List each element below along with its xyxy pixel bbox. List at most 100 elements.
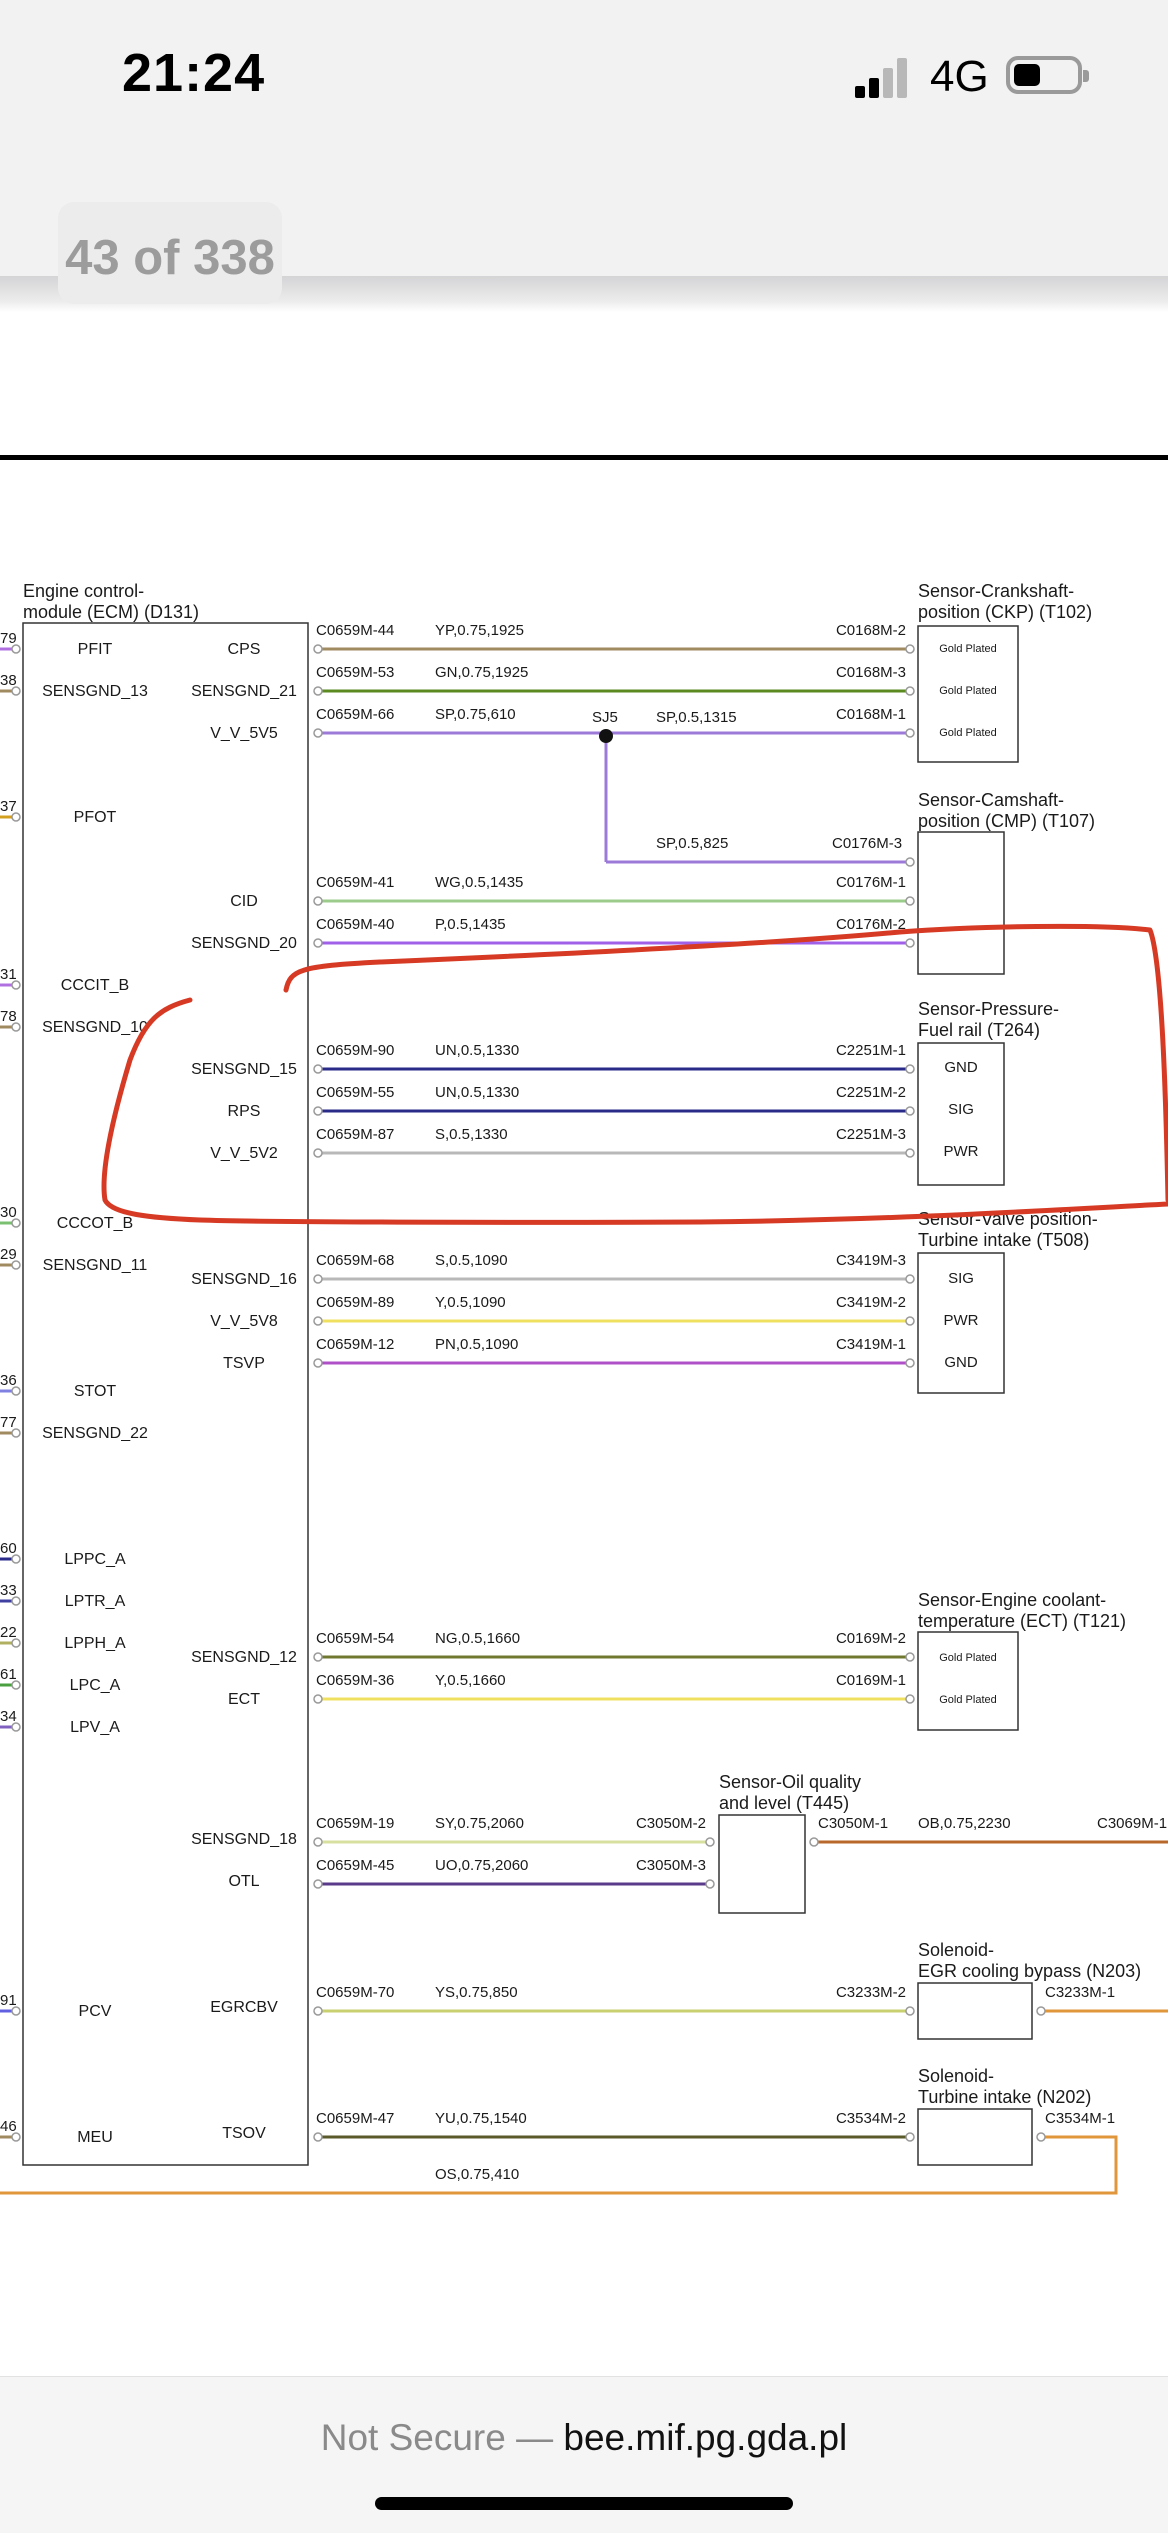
battery-icon [1006, 56, 1089, 94]
cmp-sensor-box[interactable] [917, 831, 1005, 975]
ecm-left-terminal [11, 1722, 21, 1732]
wire-to-connector: C0169M-2 [836, 1630, 906, 1647]
wire-component-terminal [905, 1148, 915, 1158]
ecm-left-pin-label: LPPH_A [64, 1635, 126, 1652]
ecm-left-terminal [11, 2006, 21, 2016]
wire-from-connector: C0659M-12 [316, 1336, 394, 1353]
fuel-sensor-box[interactable] [917, 1042, 1005, 1186]
wire-component-terminal [905, 2132, 915, 2142]
wire-component-terminal [905, 2006, 915, 2016]
wire-to-connector: C3050M-3 [636, 1857, 706, 1874]
wire-from-connector: C0659M-53 [316, 664, 394, 681]
wire-to-connector: C0168M-2 [836, 622, 906, 639]
splice-branch-spec: SP,0.5,825 [656, 835, 728, 852]
ecm-left-pin-number: 36 [0, 1372, 17, 1389]
ecm-left-terminal [11, 686, 21, 696]
wire-ecm-terminal [313, 1837, 323, 1847]
ecm-left-pin-label: MEU [77, 2129, 113, 2146]
page-indicator[interactable]: 43 of 338 [58, 202, 282, 304]
ecm-left-pin-number: 33 [0, 1582, 17, 1599]
ecm-left-terminal [11, 1638, 21, 1648]
ecm-left-pin-number: 30 [0, 1204, 17, 1221]
wire-spec: WG,0.5,1435 [435, 874, 523, 891]
wire-from-connector: C0659M-66 [316, 706, 394, 723]
ecm-left-terminal [11, 1260, 21, 1270]
ecm-right-pin-label: RPS [228, 1103, 261, 1120]
ecm-right-pin-label: SENSGND_20 [191, 935, 297, 952]
splice-branch-connector: C0176M-3 [832, 835, 902, 852]
egr-solenoid-box[interactable] [917, 1982, 1033, 2040]
ecm-left-pin-number: 61 [0, 1666, 17, 1683]
wire-component-terminal [905, 896, 915, 906]
wire-spec: GN,0.75,1925 [435, 664, 528, 681]
wire-spec: NG,0.5,1660 [435, 1630, 520, 1647]
turbine-sol-box[interactable] [917, 2108, 1033, 2166]
ecm-title-line1: Engine control- [23, 581, 144, 601]
oil-out-from: C3050M-1 [818, 1815, 888, 1832]
oil-out-terminal [809, 1837, 819, 1847]
wire-spec: S,0.5,1330 [435, 1126, 508, 1143]
ecm-left-pin-label: LPPC_A [64, 1551, 126, 1568]
ckp-pin-1: Gold Plated [939, 643, 996, 655]
ecm-left-pin-number: 79 [0, 630, 17, 647]
turbine-loop-wire[interactable] [0, 2135, 1118, 2195]
ecm-left-pin-label: PFOT [74, 809, 117, 826]
turbine-pos-sensor-box[interactable] [917, 1252, 1005, 1394]
wire-ecm-terminal [313, 1106, 323, 1116]
wire-spec: PN,0.5,1090 [435, 1336, 518, 1353]
oil-sensor-box[interactable] [718, 1814, 806, 1914]
fuel-pin-pwr: PWR [944, 1143, 979, 1160]
ecm-left-pin-number: 37 [0, 798, 17, 815]
ecm-left-terminal [11, 812, 21, 822]
ecm-left-terminal [11, 980, 21, 990]
wiring-diagram[interactable]: Engine control- module (ECM) (D131) 79PF… [0, 0, 1168, 2376]
splice-label: SJ5 [592, 709, 618, 726]
ecm-right-pin-label: V_V_5V5 [210, 725, 278, 742]
wire-to-connector: C3233M-2 [836, 1984, 906, 2001]
ect-sensor-box[interactable] [917, 1631, 1019, 1731]
fuel-title-line2: Fuel rail (T264) [918, 1020, 1040, 1040]
wire-component-terminal [905, 938, 915, 948]
ecm-right-pin-label: V_V_5V2 [210, 1145, 278, 1162]
home-indicator[interactable] [375, 2497, 793, 2510]
network-type: 4G [930, 52, 989, 101]
wire-from-connector: C0659M-70 [316, 1984, 394, 2001]
wire-component-terminal [905, 1274, 915, 1284]
fuel-pin-gnd: GND [944, 1059, 978, 1076]
fuel-pin-sig: SIG [948, 1101, 974, 1118]
wire-from-connector: C0659M-54 [316, 1630, 394, 1647]
splice-sj5[interactable] [599, 729, 613, 743]
ecm-right-pin-label: CPS [228, 641, 261, 658]
oil-title-line2: and level (T445) [719, 1793, 849, 1813]
wire-spec: YU,0.75,1540 [435, 2110, 527, 2127]
wire-ecm-terminal [313, 896, 323, 906]
wire-ecm-terminal [313, 1694, 323, 1704]
ecm-left-pin-number: 46 [0, 2118, 17, 2135]
cellular-signal-icon [855, 56, 911, 98]
wire-spec: SP,0.75,610 [435, 706, 516, 723]
cmp-title-line2: position (CMP) (T107) [918, 811, 1095, 831]
egr-title-line1: Solenoid- [918, 1940, 994, 1960]
pdf-viewer-header: 43 of 338 [0, 140, 1168, 312]
ecm-left-pin-label: LPV_A [70, 1719, 120, 1736]
address-bar[interactable]: Not Secure — bee.mif.pg.gda.pl [0, 2417, 1168, 2459]
wire-ecm-terminal [313, 1879, 323, 1889]
ckp-sensor-box[interactable] [917, 625, 1019, 763]
ckp-title-line1: Sensor-Crankshaft- [918, 581, 1074, 601]
wire-to-connector: C3419M-3 [836, 1252, 906, 1269]
ecm-left-terminal [11, 1554, 21, 1564]
egr-out-label: C3233M-1 [1045, 1984, 1115, 2001]
egr-title-line2: EGR cooling bypass (N203) [918, 1961, 1141, 1981]
ecm-left-pin-label: SENSGND_11 [43, 1257, 148, 1274]
ecm-left-pin-number: 38 [0, 672, 17, 689]
ecm-left-pin-label: CCCIT_B [61, 977, 129, 994]
ecm-right-pin-label: ECT [228, 1691, 260, 1708]
wire-component-terminal [705, 1879, 715, 1889]
ecm-left-terminal [11, 1386, 21, 1396]
ect-pin-1: Gold Plated [939, 1652, 996, 1664]
wire-spec: UN,0.5,1330 [435, 1084, 519, 1101]
wire-ecm-terminal [313, 1316, 323, 1326]
wire-from-connector: C0659M-89 [316, 1294, 394, 1311]
ckp-title-line2: position (CKP) (T102) [918, 602, 1092, 622]
wire-component-terminal [905, 686, 915, 696]
